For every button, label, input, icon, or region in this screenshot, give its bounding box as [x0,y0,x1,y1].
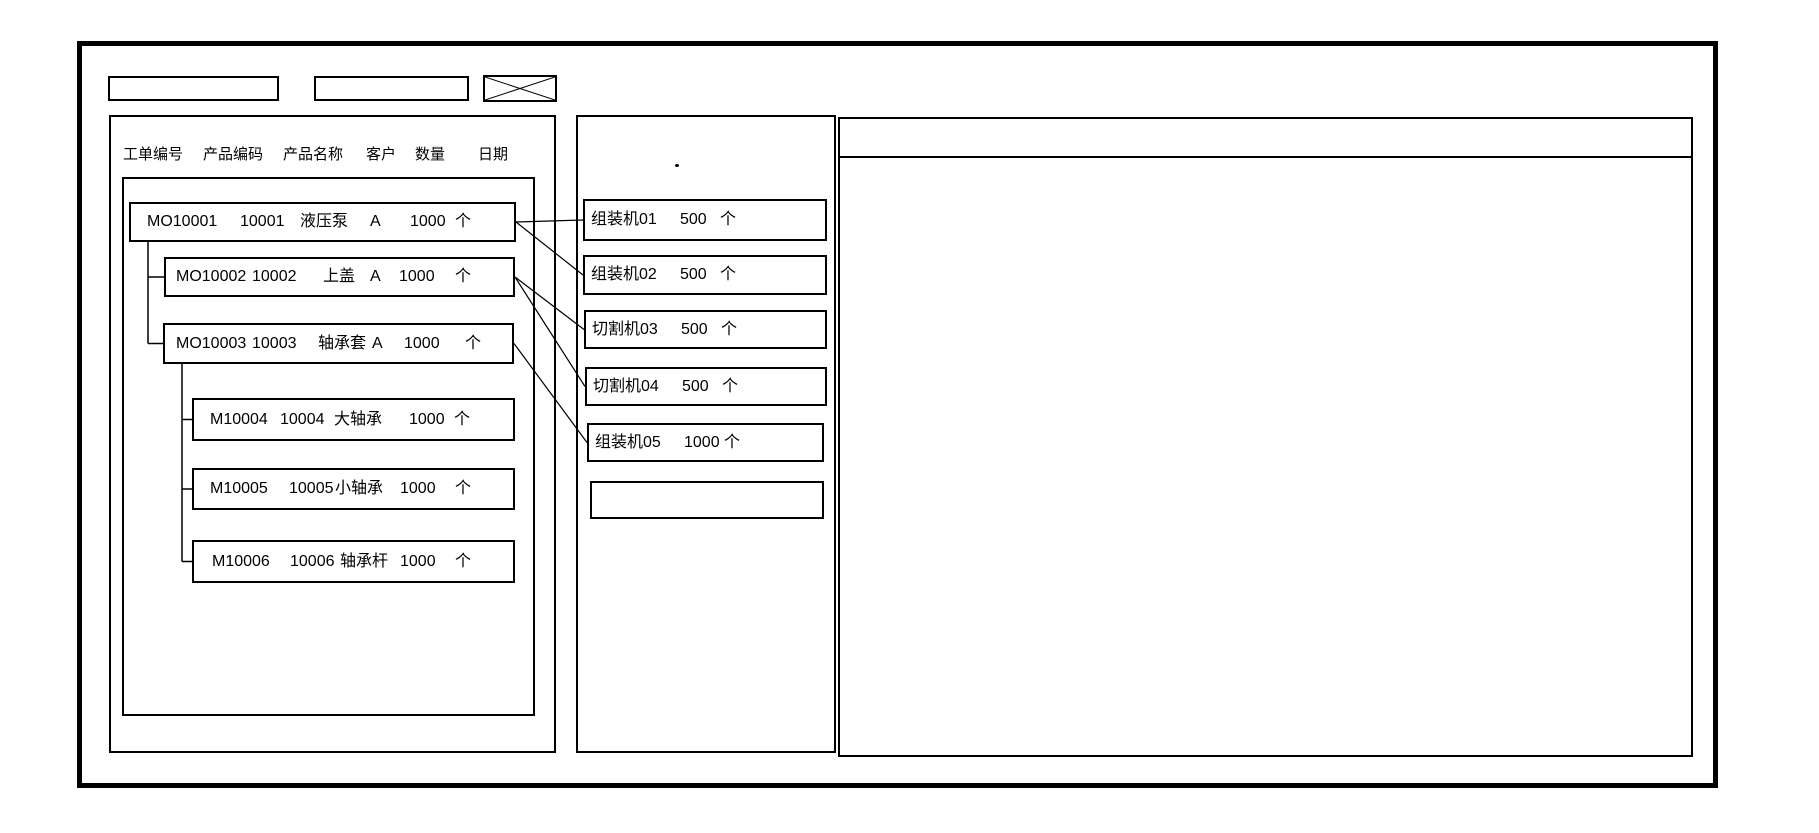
machine-name: 切割机04 [593,378,659,395]
app-window-frame [77,41,1718,788]
order-name: 大轴承 [334,411,383,428]
machine-name: 组装机01 [591,211,657,228]
machine-name: 组装机05 [595,434,661,451]
order-unit: 个 [455,480,472,497]
order-qty: 1000 [399,268,435,285]
order-box[interactable]: MO10003 10003 轴承套 A 1000 个 [163,323,514,364]
order-qty: 1000 [400,553,436,570]
close-x-icon [485,77,555,100]
column-header: 数量 [415,146,446,163]
machine-name: 组装机02 [591,266,657,283]
order-customer: A [372,335,383,352]
machine-qty: 500 [680,266,707,283]
order-id: MO10003 [176,335,247,352]
machine-box[interactable] [590,481,824,519]
order-name: 上盖 [323,268,356,285]
order-unit: 个 [455,553,472,570]
order-id: M10006 [212,553,270,570]
order-unit: 个 [455,268,472,285]
detail-header-divider [840,119,1691,158]
machine-qty: 1000 [684,434,720,451]
column-header: 日期 [478,146,509,163]
order-id: M10005 [210,480,268,497]
toolbar-field-1[interactable] [108,76,279,101]
order-code: 10001 [240,213,285,230]
order-name: 液压泵 [300,213,349,230]
order-qty: 1000 [400,480,436,497]
order-unit: 个 [454,411,471,428]
machine-qty: 500 [681,321,708,338]
stray-dot [675,164,679,167]
machine-unit: 个 [724,434,741,451]
order-code: 10006 [290,553,335,570]
order-qty: 1000 [404,335,440,352]
order-box[interactable]: M10004 10004 大轴承 1000 个 [192,398,515,441]
order-box[interactable]: MO10001 10001 液压泵 A 1000 个 [129,202,516,242]
machine-unit: 个 [721,321,738,338]
column-header: 产品名称 [283,146,344,163]
toolbar-field-2[interactable] [314,76,469,101]
order-unit: 个 [465,335,482,352]
order-name: 小轴承 [335,480,384,497]
order-code: 10002 [252,268,297,285]
machine-box[interactable]: 组装机01 500 个 [583,199,827,241]
machine-box[interactable]: 切割机03 500 个 [584,310,827,349]
column-header: 客户 [366,146,397,163]
machine-unit: 个 [720,266,737,283]
order-qty: 1000 [410,213,446,230]
order-box[interactable]: MO10002 10002 上盖 A 1000 个 [164,257,515,297]
order-box[interactable]: M10006 10006 轴承杆 1000 个 [192,540,515,583]
close-button[interactable] [483,75,557,102]
order-id: M10004 [210,411,268,428]
machine-qty: 500 [682,378,709,395]
order-code: 10003 [252,335,297,352]
machine-box[interactable]: 切割机04 500 个 [585,367,827,406]
order-code: 10004 [280,411,325,428]
order-code: 10005 [289,480,334,497]
order-name: 轴承杆 [340,553,389,570]
order-id: MO10002 [176,268,247,285]
order-name: 轴承套 [318,335,367,352]
order-unit: 个 [455,213,472,230]
machine-box[interactable]: 组装机02 500 个 [583,255,827,295]
column-header: 工单编号 [123,146,184,163]
order-id: MO10001 [147,213,218,230]
order-customer: A [370,268,381,285]
order-customer: A [370,213,381,230]
machine-name: 切割机03 [592,321,658,338]
detail-panel [838,117,1693,757]
machine-unit: 个 [722,378,739,395]
column-header: 产品编码 [203,146,264,163]
machine-qty: 500 [680,211,707,228]
machine-unit: 个 [720,211,737,228]
order-qty: 1000 [409,411,445,428]
